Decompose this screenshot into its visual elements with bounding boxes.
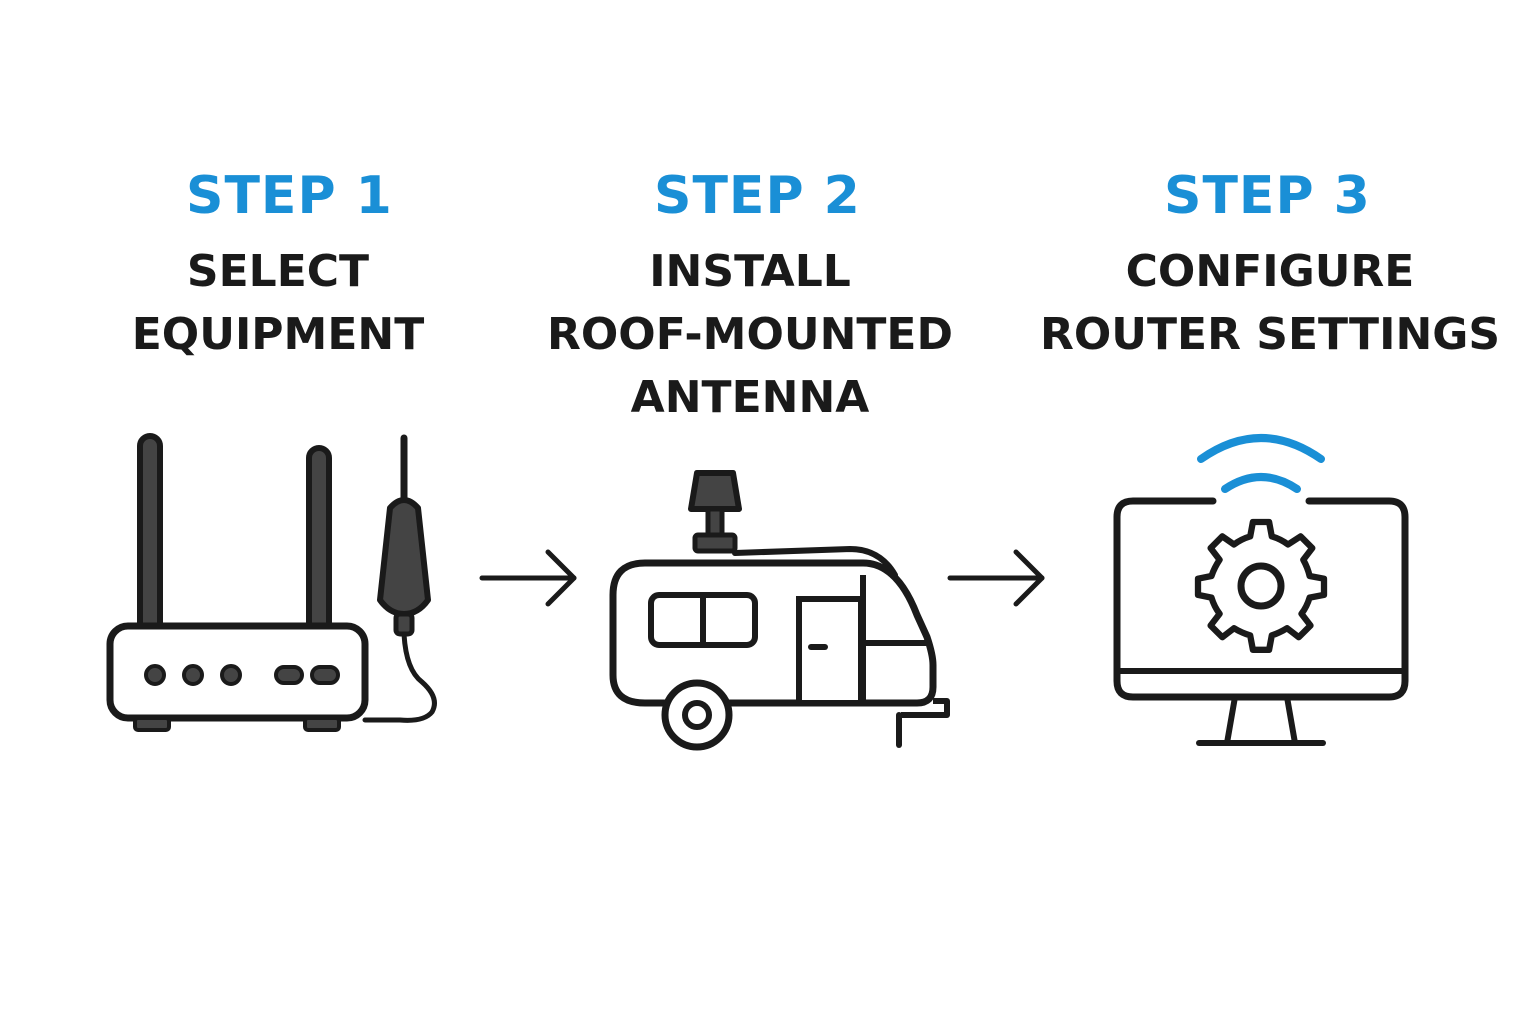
step-2-title-line-3: ANTENNA xyxy=(630,372,870,423)
router-led-1 xyxy=(144,664,166,686)
step-2-title: INSTALL ROOF-MOUNTED ANTENNA xyxy=(530,240,970,429)
rv-trailer-icon xyxy=(609,470,950,751)
step-3-title: CONFIGURE ROUTER SETTINGS xyxy=(1040,240,1500,366)
router-led-2 xyxy=(182,664,204,686)
step-3-title-line-2: ROUTER SETTINGS xyxy=(1040,309,1501,360)
gear-icon xyxy=(1194,518,1328,653)
arrow-right-icon xyxy=(947,549,1045,607)
arrow-right-icon xyxy=(479,549,577,607)
step-2-title-line-2: ROOF-MOUNTED xyxy=(547,309,953,360)
router-antenna-left xyxy=(137,433,163,637)
monitor-gear-icon xyxy=(1113,434,1409,746)
router-foot-left xyxy=(133,716,171,732)
step-1-title-line-1: SELECT xyxy=(186,246,370,297)
router-port-1 xyxy=(274,665,304,685)
router-port-2 xyxy=(310,665,340,685)
antenna-cable xyxy=(362,631,437,723)
step-3-label: STEP 3 xyxy=(1164,166,1371,226)
router-foot-right xyxy=(303,716,341,732)
external-antenna xyxy=(377,497,431,617)
router-led-3 xyxy=(220,664,242,686)
step-2-title-line-1: INSTALL xyxy=(649,246,851,297)
router-icon xyxy=(106,433,437,732)
monitor-screen xyxy=(1113,497,1409,701)
step-1-title-line-2: EQUIPMENT xyxy=(131,309,425,360)
trailer-door xyxy=(796,596,864,706)
step-3-title-line-1: CONFIGURE xyxy=(1125,246,1415,297)
router-antenna-middle xyxy=(306,445,332,637)
wifi-icon xyxy=(1197,434,1325,463)
step-1-label: STEP 1 xyxy=(186,166,393,226)
step-2-label: STEP 2 xyxy=(654,166,861,226)
roof-antenna xyxy=(688,470,742,512)
step-1-title: SELECT EQUIPMENT xyxy=(78,240,478,366)
